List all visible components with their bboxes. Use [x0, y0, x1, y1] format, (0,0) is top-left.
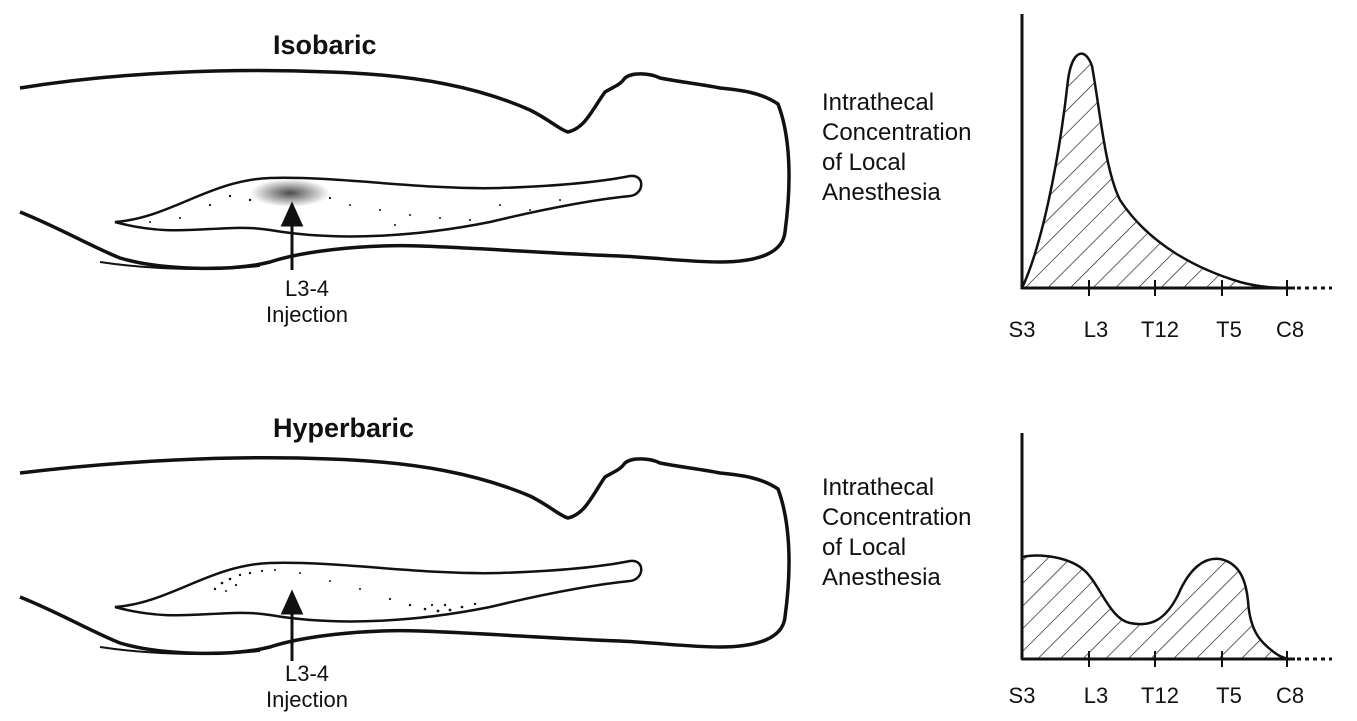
panel-title: Hyperbaric: [273, 413, 414, 444]
hyperbaric-svg: [0, 361, 1357, 721]
patient-lower-outline: [100, 262, 260, 269]
injection-label-line2: Injection: [242, 687, 372, 713]
ylabel-line: of Local: [822, 148, 971, 178]
x-tick-label: T12: [1130, 683, 1190, 709]
isobaric-svg: [0, 0, 1357, 360]
anesthetic-concentration: [250, 179, 330, 207]
x-tick-label: C8: [1260, 683, 1320, 709]
x-tick-label: T12: [1130, 317, 1190, 343]
ylabel-line: Intrathecal: [822, 88, 971, 118]
ylabel-line: Anesthesia: [822, 563, 971, 593]
injection-label: L3-4 Injection: [242, 661, 372, 713]
patient-back-outline: [20, 71, 789, 269]
x-tick-label: L3: [1066, 683, 1126, 709]
injection-label-line2: Injection: [242, 302, 372, 328]
y-axis-label: Intrathecal Concentration of Local Anest…: [822, 88, 971, 208]
injection-label-line1: L3-4: [242, 276, 372, 302]
spinal-canal: [115, 176, 641, 237]
spinal-canal: [115, 561, 641, 622]
panel-isobaric: Isobaric L3-4 Injection Intrathecal Conc…: [0, 0, 1357, 360]
ylabel-line: of Local: [822, 533, 971, 563]
x-tick-label: S3: [992, 683, 1052, 709]
panel-title: Isobaric: [273, 30, 377, 61]
x-tick-label: T5: [1199, 683, 1259, 709]
y-axis-label: Intrathecal Concentration of Local Anest…: [822, 473, 971, 593]
injection-label: L3-4 Injection: [242, 276, 372, 328]
panel-hyperbaric: Hyperbaric L3-4 Injection Intrathecal Co…: [0, 361, 1357, 721]
x-tick-label: L3: [1066, 317, 1126, 343]
x-tick-label: C8: [1260, 317, 1320, 343]
patient-lower-outline: [100, 647, 260, 654]
patient-back-outline: [20, 458, 789, 654]
concentration-curve: [1022, 556, 1290, 659]
x-tick-label: T5: [1199, 317, 1259, 343]
concentration-curve: [1022, 54, 1290, 288]
ylabel-line: Concentration: [822, 118, 971, 148]
ylabel-line: Intrathecal: [822, 473, 971, 503]
x-tick-label: S3: [992, 317, 1052, 343]
injection-label-line1: L3-4: [242, 661, 372, 687]
ylabel-line: Anesthesia: [822, 178, 971, 208]
ylabel-line: Concentration: [822, 503, 971, 533]
